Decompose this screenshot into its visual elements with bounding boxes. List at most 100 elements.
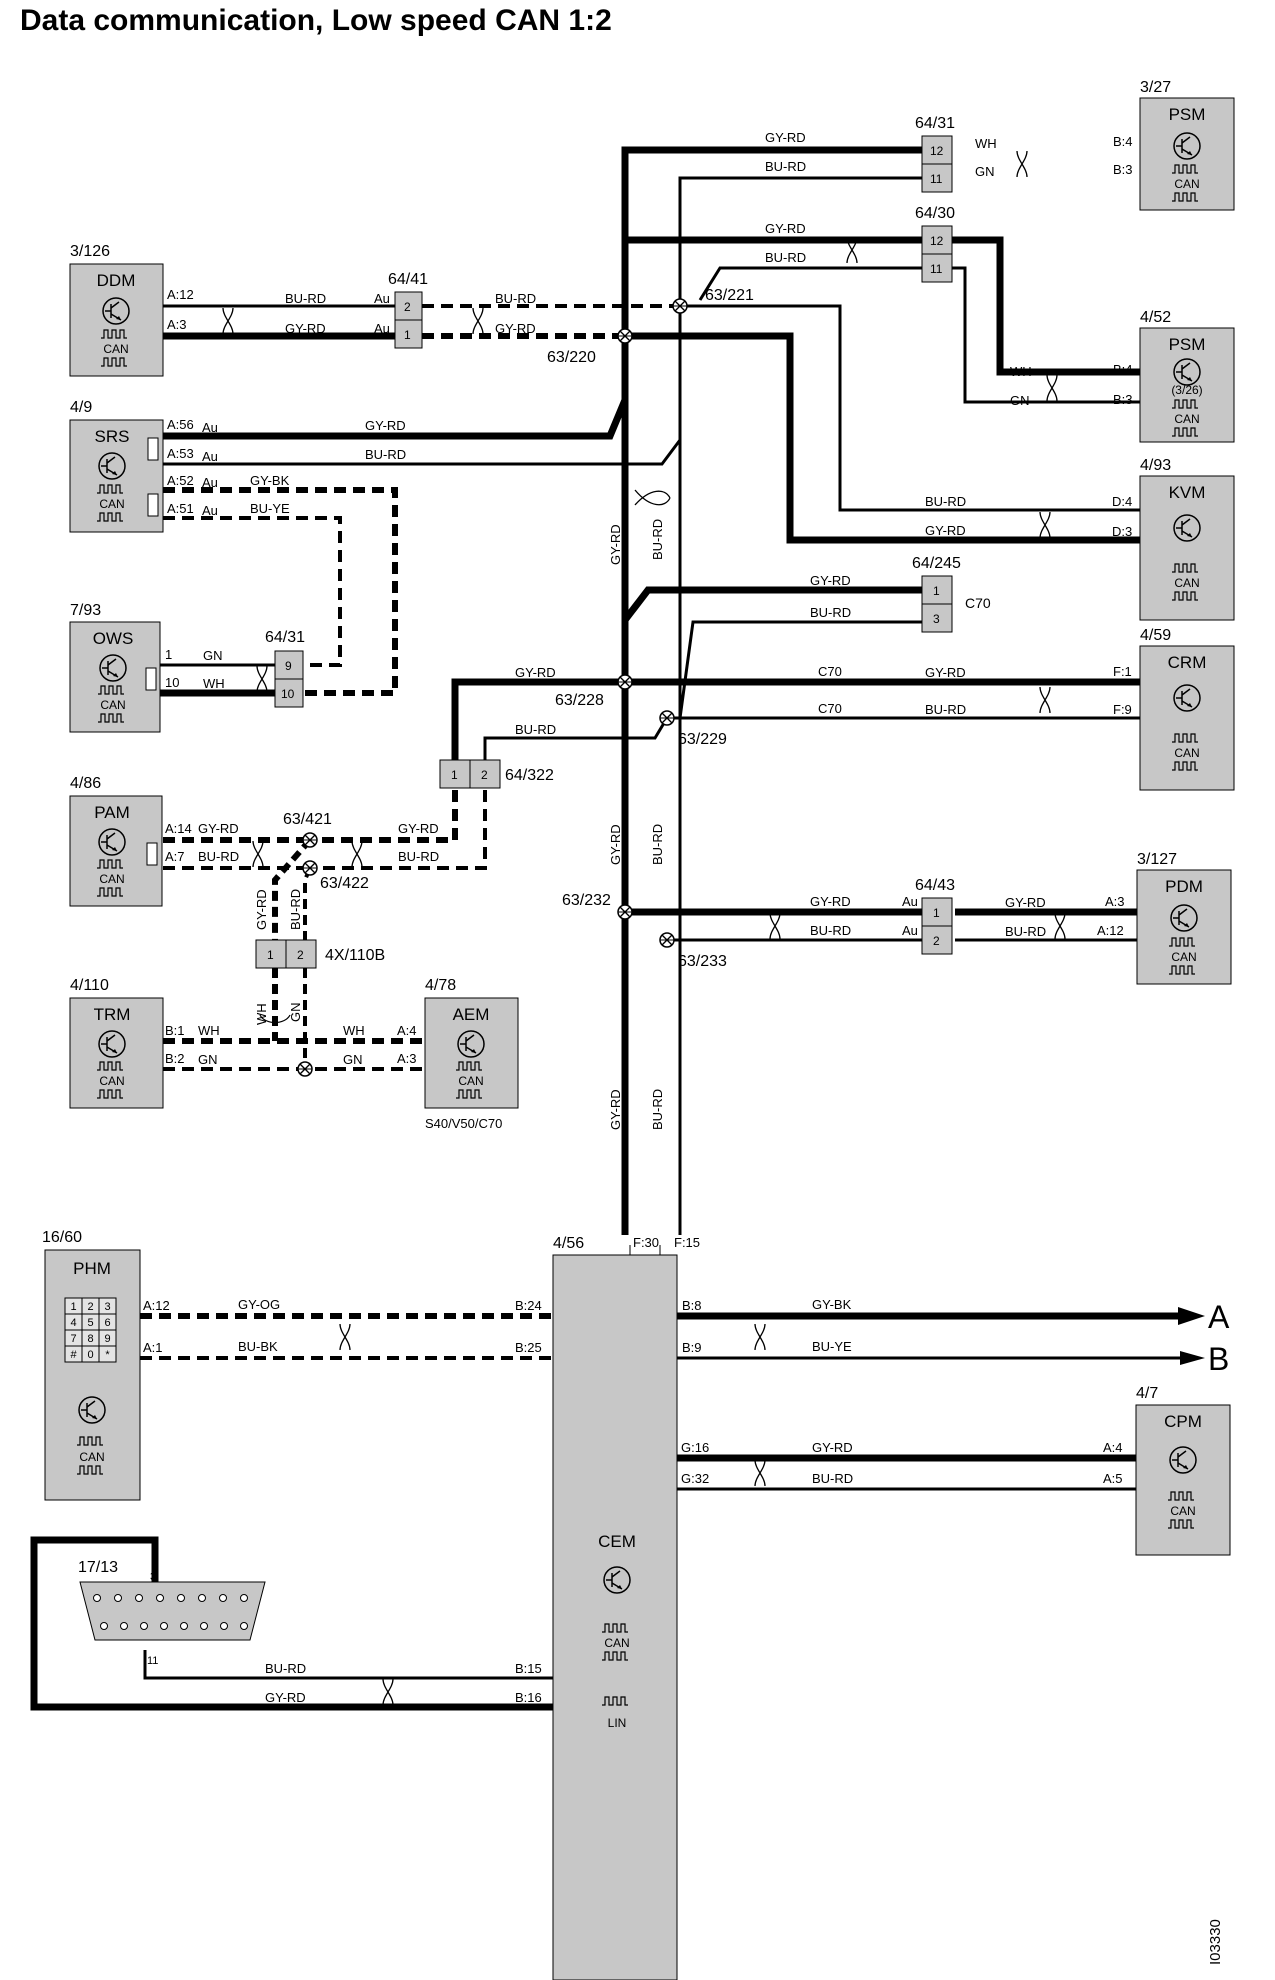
wire-color-label: Au <box>202 449 218 464</box>
pin-label: G:32 <box>681 1471 709 1486</box>
module-id: 17/13 <box>78 1559 118 1576</box>
wire-color-label: BU-RD <box>812 1471 853 1486</box>
module-srs: 4/9 SRS CAN <box>69 399 164 533</box>
connector-64-31-ows: 64/31 9 10 <box>265 629 305 708</box>
wire-color-label: BU-RD <box>810 605 851 620</box>
wire-color-label: GY-RD <box>925 523 966 538</box>
pin-label: A:4 <box>397 1023 417 1038</box>
keypad-key-label: 3 <box>104 1301 110 1313</box>
pin-label: B:9 <box>682 1340 702 1355</box>
module-name: SRS <box>95 427 130 446</box>
module-id: 4/93 <box>1140 457 1171 474</box>
module-name: PSM <box>1169 335 1206 354</box>
wire-color-label: BU-RD <box>1005 924 1046 939</box>
wire-color-label: GY-RD <box>254 889 269 930</box>
pin-label: B:4 <box>1113 362 1133 377</box>
module-name: CRM <box>1168 653 1207 672</box>
module-id: 3/126 <box>70 243 110 260</box>
pin-label: 2 <box>297 948 304 962</box>
connector-label: 64/30 <box>915 205 955 222</box>
splice-label: 63/233 <box>678 953 727 970</box>
module-cpm: 4/7 CPM CAN <box>1135 1385 1231 1556</box>
connector-label: 64/43 <box>915 877 955 894</box>
twisted-pair-markers <box>222 150 1066 1706</box>
pin-label: B:24 <box>515 1298 542 1313</box>
can-label: CAN <box>1171 950 1196 964</box>
pin-label: 10 <box>281 687 295 701</box>
wire-color-label: WH <box>203 676 225 691</box>
connector-4x-110b: 4X/110B 1 2 <box>255 939 385 969</box>
module-id: 4/9 <box>70 399 92 416</box>
pin-label: F:1 <box>1113 664 1132 679</box>
pin-label: A:4 <box>1103 1440 1123 1455</box>
pin-label: A:51 <box>167 501 194 516</box>
wire-color-label: WH <box>254 1003 269 1025</box>
arrowheads <box>1178 1307 1205 1365</box>
pin-label: 10 <box>165 675 179 690</box>
connector-pin <box>100 1622 108 1630</box>
wire-color-label: GN <box>1010 393 1030 408</box>
pin-label: A:3 <box>167 317 187 332</box>
wire-color-label: GY-RD <box>925 665 966 680</box>
keypad-key-label: 6 <box>104 1317 110 1329</box>
can-label: CAN <box>99 497 124 511</box>
wire-color-label: GY-RD <box>365 418 406 433</box>
wire-color-label: GY-RD <box>608 1089 623 1130</box>
pin-label: A:7 <box>165 849 185 864</box>
pin-label: A:56 <box>167 417 194 432</box>
module-name: KVM <box>1169 483 1206 502</box>
pin-label: B:3 <box>1113 162 1133 177</box>
can-label: CAN <box>604 1636 629 1650</box>
wire-color-label: BU-YE <box>250 501 290 516</box>
wire-color-label: GY-RD <box>198 821 239 836</box>
module-id: 4/110 <box>70 977 109 994</box>
wire-color-label: GY-RD <box>812 1440 853 1455</box>
pin-label: 2 <box>404 300 411 314</box>
connector-pin <box>240 1594 248 1602</box>
can-label: CAN <box>100 698 125 712</box>
connector-64-245: 64/245 1 3 C70 <box>912 555 991 633</box>
module-id: 4/78 <box>425 977 456 994</box>
pin-label: 12 <box>930 144 944 158</box>
pin-label: A:14 <box>165 821 192 836</box>
wire-color-label: BU-RD <box>650 1089 665 1130</box>
connector-pin <box>240 1622 248 1630</box>
connector-label: 64/31 <box>915 115 955 132</box>
pin-label: 1 <box>933 584 940 598</box>
wire-color-label: Au <box>202 503 218 518</box>
wire-color-label: BU-RD <box>650 824 665 865</box>
pin-label: 1 <box>404 328 411 342</box>
wire-color-label: Au <box>202 475 218 490</box>
module-trm: 4/110 TRM CAN <box>69 977 164 1109</box>
connector-note: C70 <box>965 595 991 611</box>
module-crm: 4/59 CRM CAN <box>1139 627 1235 791</box>
module-psm-3-27: 3/27 PSM CAN <box>1139 79 1235 211</box>
diagnostic-connector: 17/13 3 11 <box>78 1559 266 1667</box>
keypad-key-label: 4 <box>70 1317 76 1329</box>
wire-color-label: BU-RD <box>198 849 239 864</box>
wire-color-label: GY-RD <box>765 221 806 236</box>
keypad-key-label: 8 <box>87 1333 93 1345</box>
pin-label: A:3 <box>1105 894 1125 909</box>
wire-color-label: GN <box>203 648 223 663</box>
module-id: 3/127 <box>1137 851 1177 868</box>
keypad-key-label: # <box>70 1349 77 1361</box>
wire-color-label: Au <box>902 923 918 938</box>
connector-64-30: 64/30 12 11 <box>915 205 955 283</box>
wire-color-label: BU-RD <box>810 923 851 938</box>
pin-label: A:5 <box>1103 1471 1123 1486</box>
pin-label: 12 <box>930 234 944 248</box>
module-sub: (3/26) <box>1171 383 1202 397</box>
pin-label: 1 <box>165 647 172 662</box>
wire-color-label: GY-RD <box>765 130 806 145</box>
keypad-key-label: 5 <box>87 1317 93 1329</box>
pin-label: A:12 <box>167 287 194 302</box>
module-id: 3/27 <box>1140 79 1171 96</box>
pin-label: F:9 <box>1113 702 1132 717</box>
splice-label: 63/221 <box>705 287 754 304</box>
keypad-key-label: 0 <box>87 1349 93 1361</box>
connector-64-43: 64/43 1 2 <box>915 877 955 955</box>
wire-color-label: GY-BK <box>812 1297 852 1312</box>
connector-pin <box>93 1594 101 1602</box>
connector-64-322: 64/322 1 2 <box>439 759 554 789</box>
